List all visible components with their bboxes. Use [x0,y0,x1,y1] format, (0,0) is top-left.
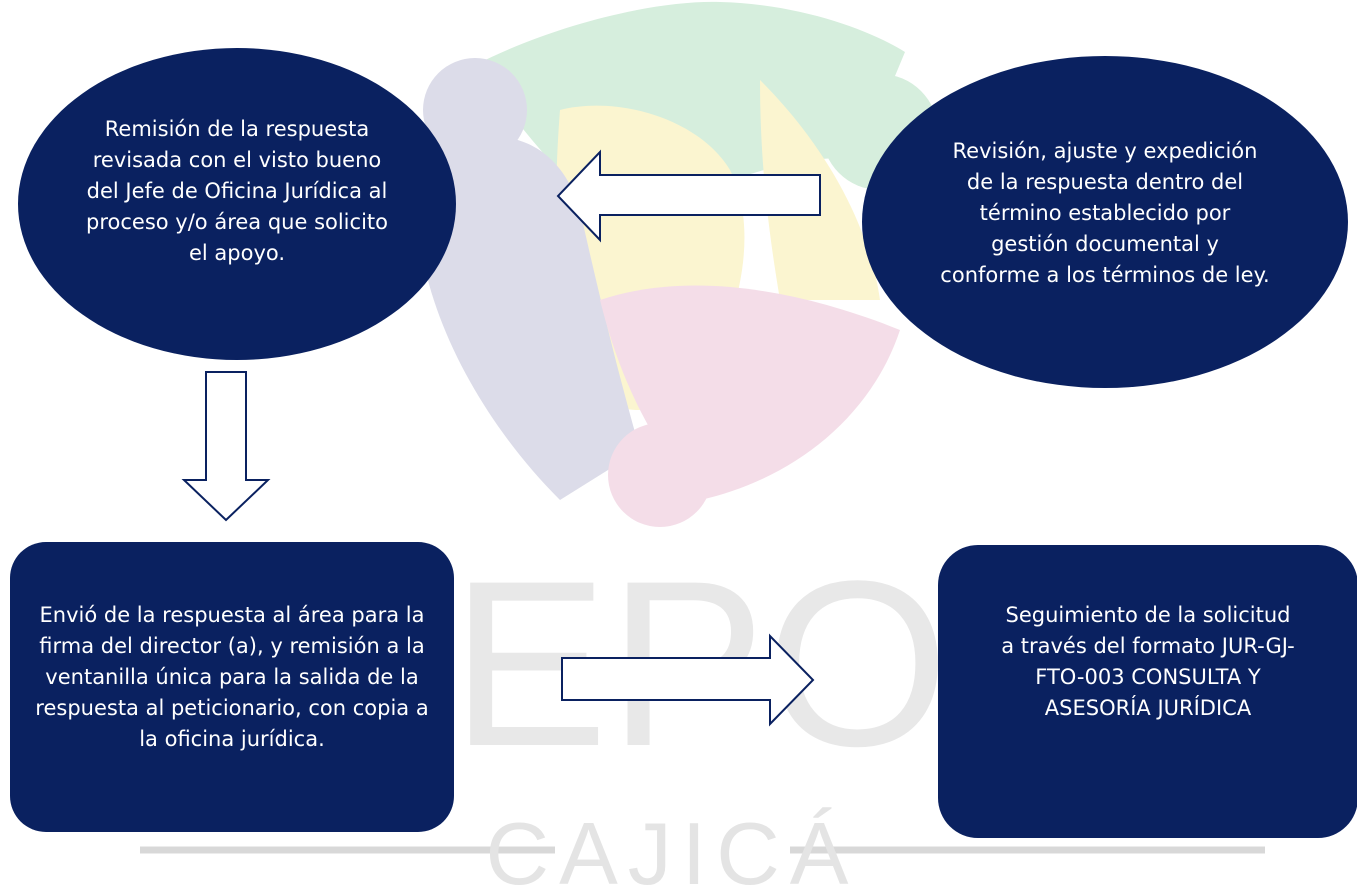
node-seguimiento-text: Seguimiento de la solicitud a través del… [1001,602,1295,720]
node-seguimiento-solicitud: Seguimiento de la solicitud a través del… [938,545,1357,838]
node-remision-text: Remisión de la respuesta revisada con el… [86,116,388,265]
watermark-lavender-head [423,58,527,162]
watermark-lavender-shape [418,136,640,500]
arrow-right-shape [561,633,815,727]
watermark-pink-head [608,423,712,527]
arrow-down-shape [181,371,271,522]
node-envio-text: Envió de la respuesta al área para la fi… [35,602,429,751]
node-revision-respuesta: Revisión, ajuste y expedición de la resp… [862,56,1348,388]
arrow-left-shape [556,149,821,243]
watermark-text-line2: CAJICÁ [486,804,859,888]
node-envio-respuesta: Envió de la respuesta al área para la fi… [10,542,454,832]
node-revision-text: Revisión, ajuste y expedición de la resp… [940,138,1270,287]
node-remision-respuesta: Remisión de la respuesta revisada con el… [18,48,456,360]
